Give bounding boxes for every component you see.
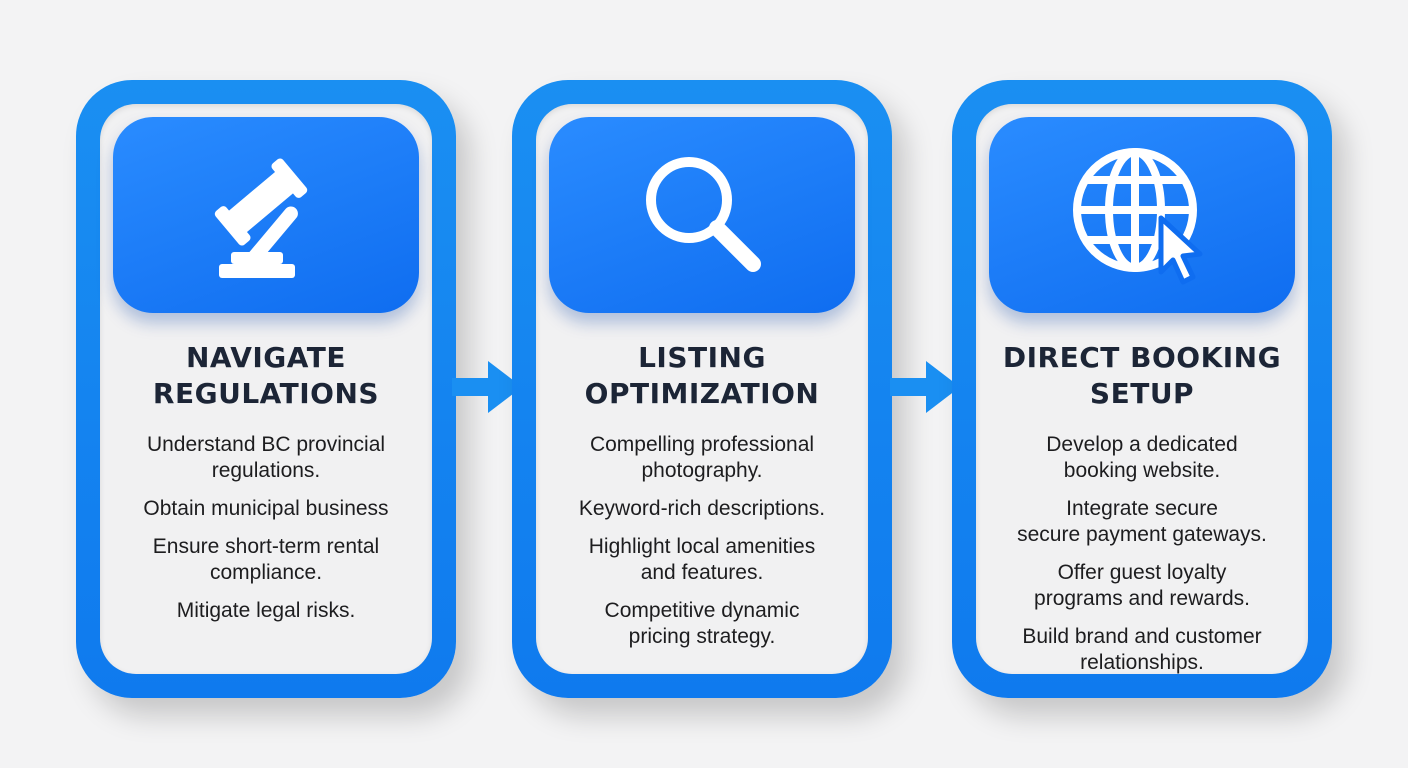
step-card-direct-booking-setup: DIRECT BOOKING SETUP Develop a dedicated… — [952, 80, 1332, 698]
list-item: Compelling professional photography. — [546, 432, 858, 484]
list-item-line: Ensure short-term rental — [152, 535, 380, 558]
list-item-line: and features. — [640, 561, 764, 584]
list-item: Offer guest loyalty programs and rewards… — [986, 560, 1298, 612]
arrow-right-icon — [890, 361, 960, 413]
list-item-line: regulations. — [211, 459, 321, 482]
list-item: Develop a dedicated booking website. — [986, 432, 1298, 484]
list-item-line: programs and rewards. — [1034, 587, 1250, 610]
list-item: Obtain municipal business — [110, 496, 422, 522]
list-item: Mitigate legal risks. — [110, 598, 422, 624]
gavel-icon — [214, 158, 308, 278]
step-title-line: SETUP — [1089, 377, 1195, 410]
list-item-line: Integrate secure — [1066, 497, 1218, 520]
list-item-line: Offer guest loyalty — [1057, 561, 1227, 584]
list-item-line: Compelling professional — [589, 433, 815, 456]
list-item-line: Mitigate legal risks. — [176, 599, 356, 622]
step-card-panel: LISTING OPTIMIZATION Compelling professi… — [536, 104, 868, 674]
list-item-line: Highlight local amenities — [588, 535, 816, 558]
list-item-line: relationships. — [1080, 651, 1204, 674]
step-bullet-list: Understand BC provincial regulations. Ob… — [110, 432, 422, 636]
list-item-line: Keyword-rich descriptions. — [578, 497, 826, 520]
list-item-line: Build brand and customer — [1022, 625, 1262, 648]
list-item: Keyword-rich descriptions. — [546, 496, 858, 522]
step-title: LISTING OPTIMIZATION — [536, 340, 868, 412]
list-item: Understand BC provincial regulations. — [110, 432, 422, 484]
list-item: Integrate secure secure payment gateways… — [986, 496, 1298, 548]
step-title-line: REGULATIONS — [152, 377, 380, 410]
step-title: DIRECT BOOKING SETUP — [976, 340, 1308, 412]
step-title-line: NAVIGATE — [186, 341, 346, 374]
step-icon-tile — [549, 117, 855, 313]
magnifying-glass-icon — [646, 157, 761, 272]
list-item-line: compliance. — [209, 561, 323, 584]
step-card-listing-optimization: LISTING OPTIMIZATION Compelling professi… — [512, 80, 892, 698]
list-item-line: Obtain municipal business — [143, 497, 389, 520]
list-item-line: booking website. — [1063, 459, 1221, 482]
step-title: NAVIGATE REGULATIONS — [100, 340, 432, 412]
step-card-navigate-regulations: NAVIGATE REGULATIONS Understand BC provi… — [76, 80, 456, 698]
list-item-line: Develop a dedicated — [1046, 433, 1238, 456]
step-title-line: LISTING — [638, 341, 766, 374]
list-item: Ensure short-term rental compliance. — [110, 534, 422, 586]
step-title-line: OPTIMIZATION — [584, 377, 820, 410]
list-item-line: secure payment gateways. — [1017, 523, 1267, 546]
step-card-panel: NAVIGATE REGULATIONS Understand BC provi… — [100, 104, 432, 674]
step-icon-tile — [989, 117, 1295, 313]
step-title-line: DIRECT BOOKING — [1002, 341, 1282, 374]
step-card-panel: DIRECT BOOKING SETUP Develop a dedicated… — [976, 104, 1308, 674]
arrow-right-icon — [452, 361, 522, 413]
list-item: Build brand and customer relationships. — [986, 624, 1298, 676]
list-item-line: Competitive dynamic — [604, 599, 800, 622]
list-item-line: Understand BC provincial — [146, 433, 386, 456]
globe-cursor-icon — [1073, 148, 1203, 285]
list-item: Highlight local amenities and features. — [546, 534, 858, 586]
list-item-line: photography. — [641, 459, 763, 482]
list-item-line: pricing strategy. — [628, 625, 776, 648]
list-item: Competitive dynamic pricing strategy. — [546, 598, 858, 650]
step-icon-tile — [113, 117, 419, 313]
step-bullet-list: Compelling professional photography. Key… — [546, 432, 858, 662]
step-bullet-list: Develop a dedicated booking website. Int… — [986, 432, 1298, 688]
